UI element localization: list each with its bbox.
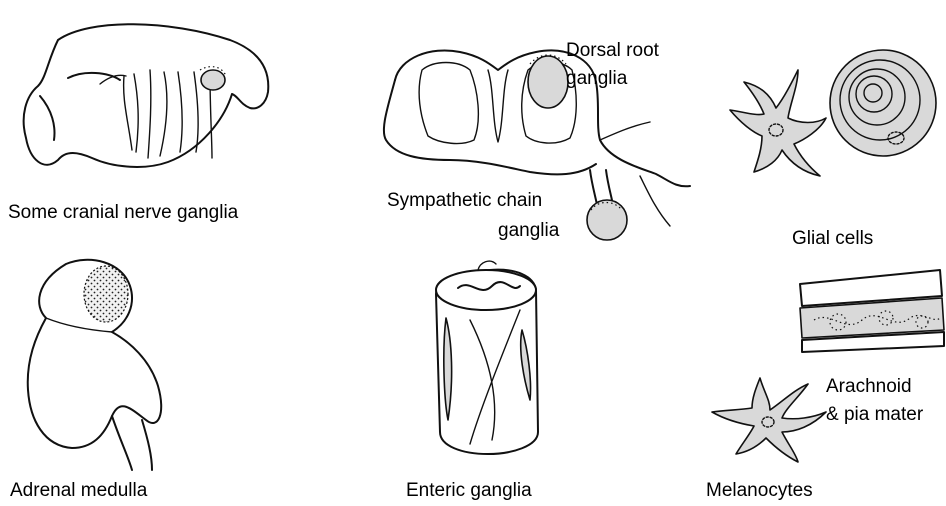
glial-cell-astrocyte <box>730 70 826 176</box>
enteric-ganglia-label: Enteric ganglia <box>406 480 532 501</box>
gut-tube-illustration <box>436 261 538 454</box>
embryo-head-illustration <box>24 24 269 167</box>
sympathetic-label-line2: ganglia <box>498 220 560 241</box>
melanocyte-cell <box>712 378 826 462</box>
arachnoid-label-line2: & pia mater <box>826 404 924 425</box>
adrenal-kidney-illustration <box>28 260 161 470</box>
cranial-ganglia-label: Some cranial nerve ganglia <box>8 202 239 223</box>
dorsal-root-label-line2: ganglia <box>566 68 628 89</box>
glial-cells-label: Glial cells <box>792 228 873 249</box>
spinal-cord-cross-section <box>384 50 690 240</box>
glial-cell-myelin-sheath <box>830 50 936 156</box>
sympathetic-label-line1: Sympathetic chain <box>387 190 542 211</box>
dorsal-root-label-line1: Dorsal root <box>566 40 660 61</box>
adrenal-medulla-label: Adrenal medulla <box>10 480 148 501</box>
melanocytes-label: Melanocytes <box>706 480 813 501</box>
meninges-layers-illustration <box>800 270 944 352</box>
arachnoid-label-line1: Arachnoid <box>826 376 912 397</box>
